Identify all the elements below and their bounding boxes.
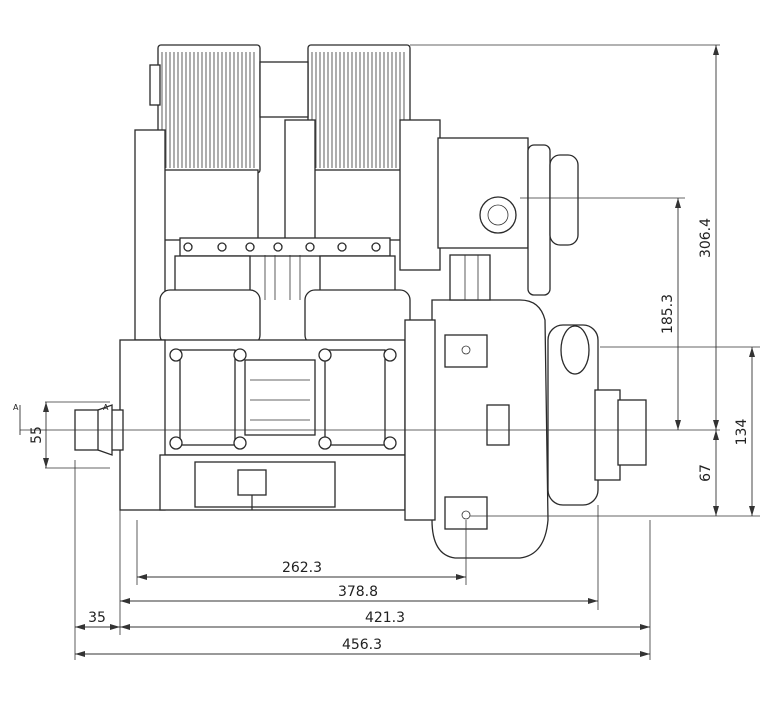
bolt [318,348,332,362]
bolt [337,242,347,252]
dimension-262-3: 262.3 [282,560,322,576]
section-mark-a-right: A [103,403,109,412]
dimension-306-4: 306.4 [698,218,714,258]
engine-outline [74,44,647,559]
dimension-134: 134 [734,419,750,446]
bolt [383,436,397,450]
bolt [371,242,381,252]
dimension-lines [19,45,755,657]
bolt [383,348,397,362]
bolt [318,436,332,450]
bolt [169,348,183,362]
dimension-55: 55 [29,426,45,444]
bolt [273,242,283,252]
dimension-35: 35 [88,610,106,626]
section-mark-a-left: A [13,403,19,412]
right-air-filter [259,44,411,174]
bolt [169,436,183,450]
bolt [233,348,247,362]
dimension-67: 67 [698,464,714,482]
bolt [217,242,227,252]
dimension-421-3: 421.3 [365,610,405,626]
bolt [245,242,255,252]
dimension-378-8: 378.8 [338,584,378,600]
bolt [233,436,247,450]
bolt [183,242,193,252]
dimension-456-3: 456.3 [342,637,382,653]
bolt [305,242,315,252]
left-air-filter [149,44,261,174]
dimension-185-3: 185.3 [660,294,676,334]
